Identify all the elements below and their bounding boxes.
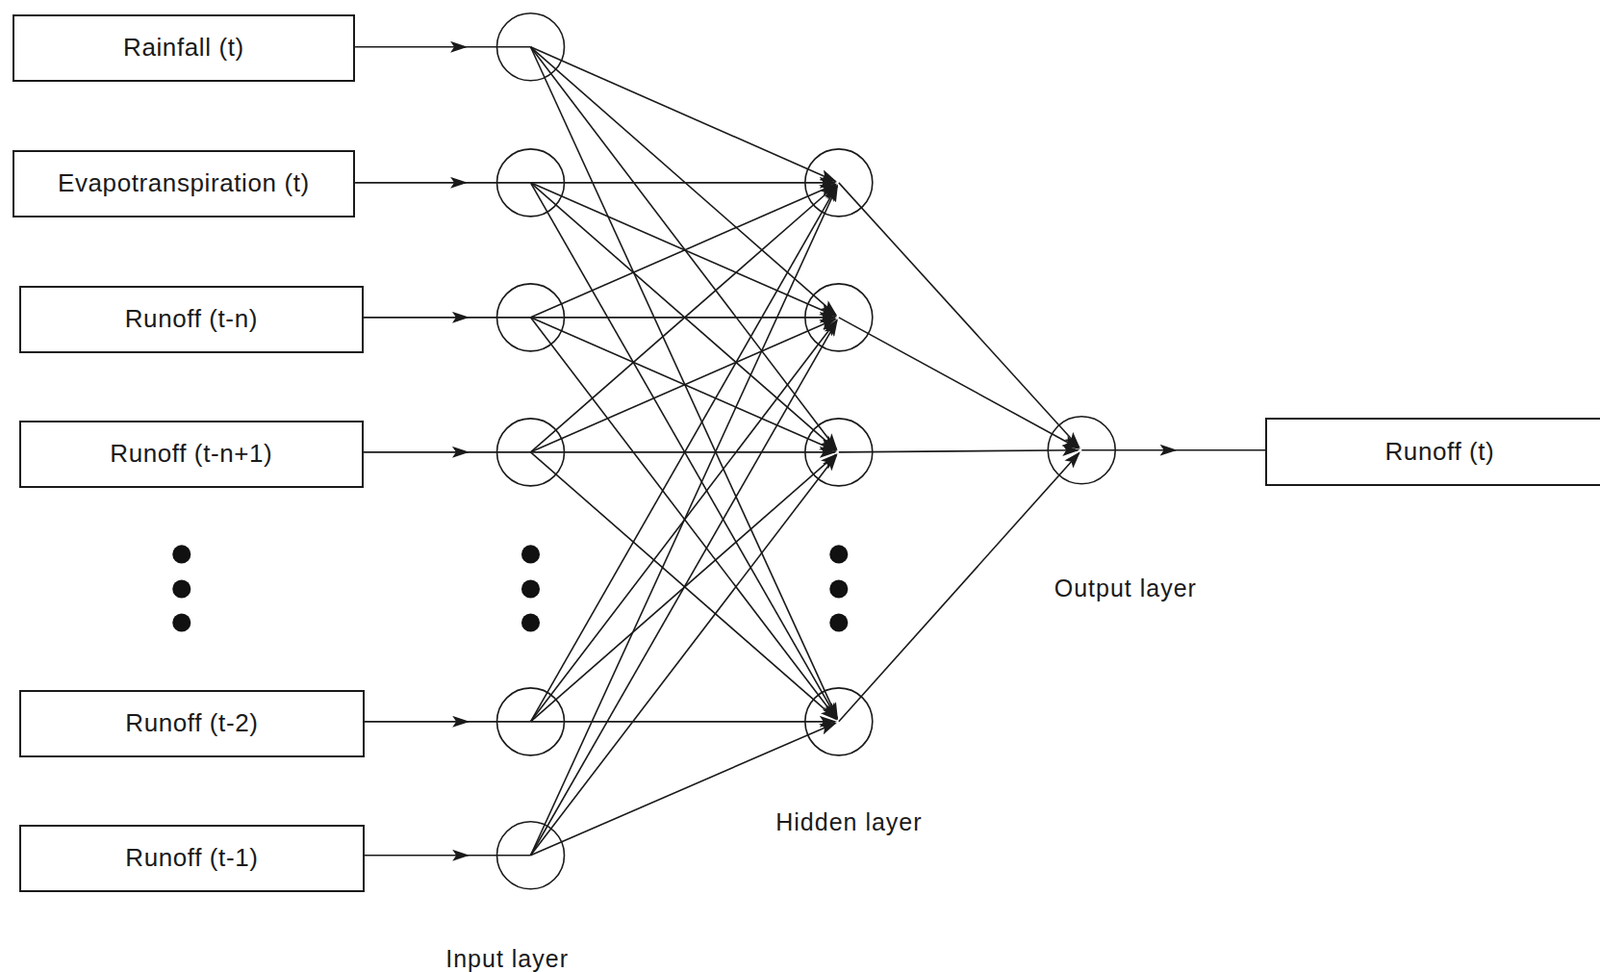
input-neuron (497, 283, 565, 352)
layer-label: Output layer (1051, 574, 1200, 603)
weight-connection (531, 47, 837, 181)
weight-connection (531, 182, 837, 316)
input-box: Rainfall (t) (12, 14, 356, 82)
weight-connection (531, 452, 837, 719)
ellipsis-dot (521, 612, 540, 632)
input-neuron (497, 821, 565, 889)
output-arrow (1081, 449, 1175, 452)
input-arrow (355, 46, 466, 49)
weight-connection (531, 185, 838, 722)
weight-connection (531, 47, 838, 450)
weight-connection (531, 320, 838, 855)
ellipsis-dot (172, 579, 191, 598)
weight-connection (531, 184, 837, 452)
output-connection (838, 453, 1080, 722)
hidden-neuron (805, 687, 873, 756)
ellipsis-dot (172, 612, 191, 632)
ellipsis-dot (829, 544, 848, 563)
ellipsis-dot (829, 579, 848, 598)
box-label: Runoff (t-1) (125, 842, 258, 873)
input-arrow (364, 854, 469, 857)
weight-connection (531, 455, 838, 856)
output-connection (838, 182, 1080, 448)
input-line (465, 854, 531, 857)
hidden-neuron (805, 283, 873, 352)
input-arrow (364, 720, 469, 723)
weight-connection (531, 317, 838, 719)
box-label: Runoff (t-n+1) (109, 438, 273, 469)
input-line (465, 451, 532, 454)
ellipsis-dot (829, 612, 848, 632)
weight-connection (531, 181, 836, 184)
box-label: Runoff (t-n) (125, 304, 258, 334)
input-neuron (497, 149, 565, 217)
input-line (465, 720, 531, 723)
input-box: Runoff (t-2) (19, 689, 364, 758)
box-label: Rainfall (t) (123, 32, 245, 63)
weight-connection (531, 317, 837, 451)
hidden-neuron (805, 149, 873, 217)
input-neuron (497, 418, 565, 486)
ellipsis-dot (521, 579, 540, 598)
input-line (465, 316, 532, 319)
layer-label: Hidden layer (772, 808, 925, 837)
output-connection (838, 317, 1079, 449)
layer-label: Input layer (442, 944, 572, 972)
box-label: Runoff (t-2) (125, 708, 258, 738)
input-box: Evapotranspiration (t) (12, 150, 356, 218)
output-line (1173, 449, 1267, 452)
input-box: Runoff (t-n) (19, 285, 363, 354)
output-neuron (1047, 416, 1116, 484)
output-connection (838, 450, 1078, 453)
input-neuron (497, 687, 565, 756)
hidden-neuron (805, 418, 873, 486)
output-box: Runoff (t) (1265, 417, 1600, 486)
weight-connection (531, 47, 837, 315)
weight-connection (531, 316, 836, 319)
input-arrow (363, 316, 468, 319)
input-box: Runoff (t-n+1) (19, 420, 363, 488)
weight-connection (531, 720, 836, 723)
box-label: Runoff (t) (1384, 436, 1495, 467)
input-arrow (355, 181, 466, 184)
input-neuron (497, 13, 565, 81)
weight-connection (531, 182, 837, 450)
weight-connection (531, 47, 839, 718)
weight-connection (531, 451, 836, 454)
weight-connection (531, 318, 837, 452)
weight-connection (531, 183, 837, 317)
weight-connection (531, 185, 839, 855)
input-arrow (363, 451, 468, 454)
ellipsis-dot (172, 544, 191, 563)
input-box: Runoff (t-1) (19, 824, 364, 892)
ellipsis-dot (521, 544, 540, 563)
box-label: Evapotranspiration (t) (57, 168, 310, 199)
weight-connection (531, 182, 838, 719)
